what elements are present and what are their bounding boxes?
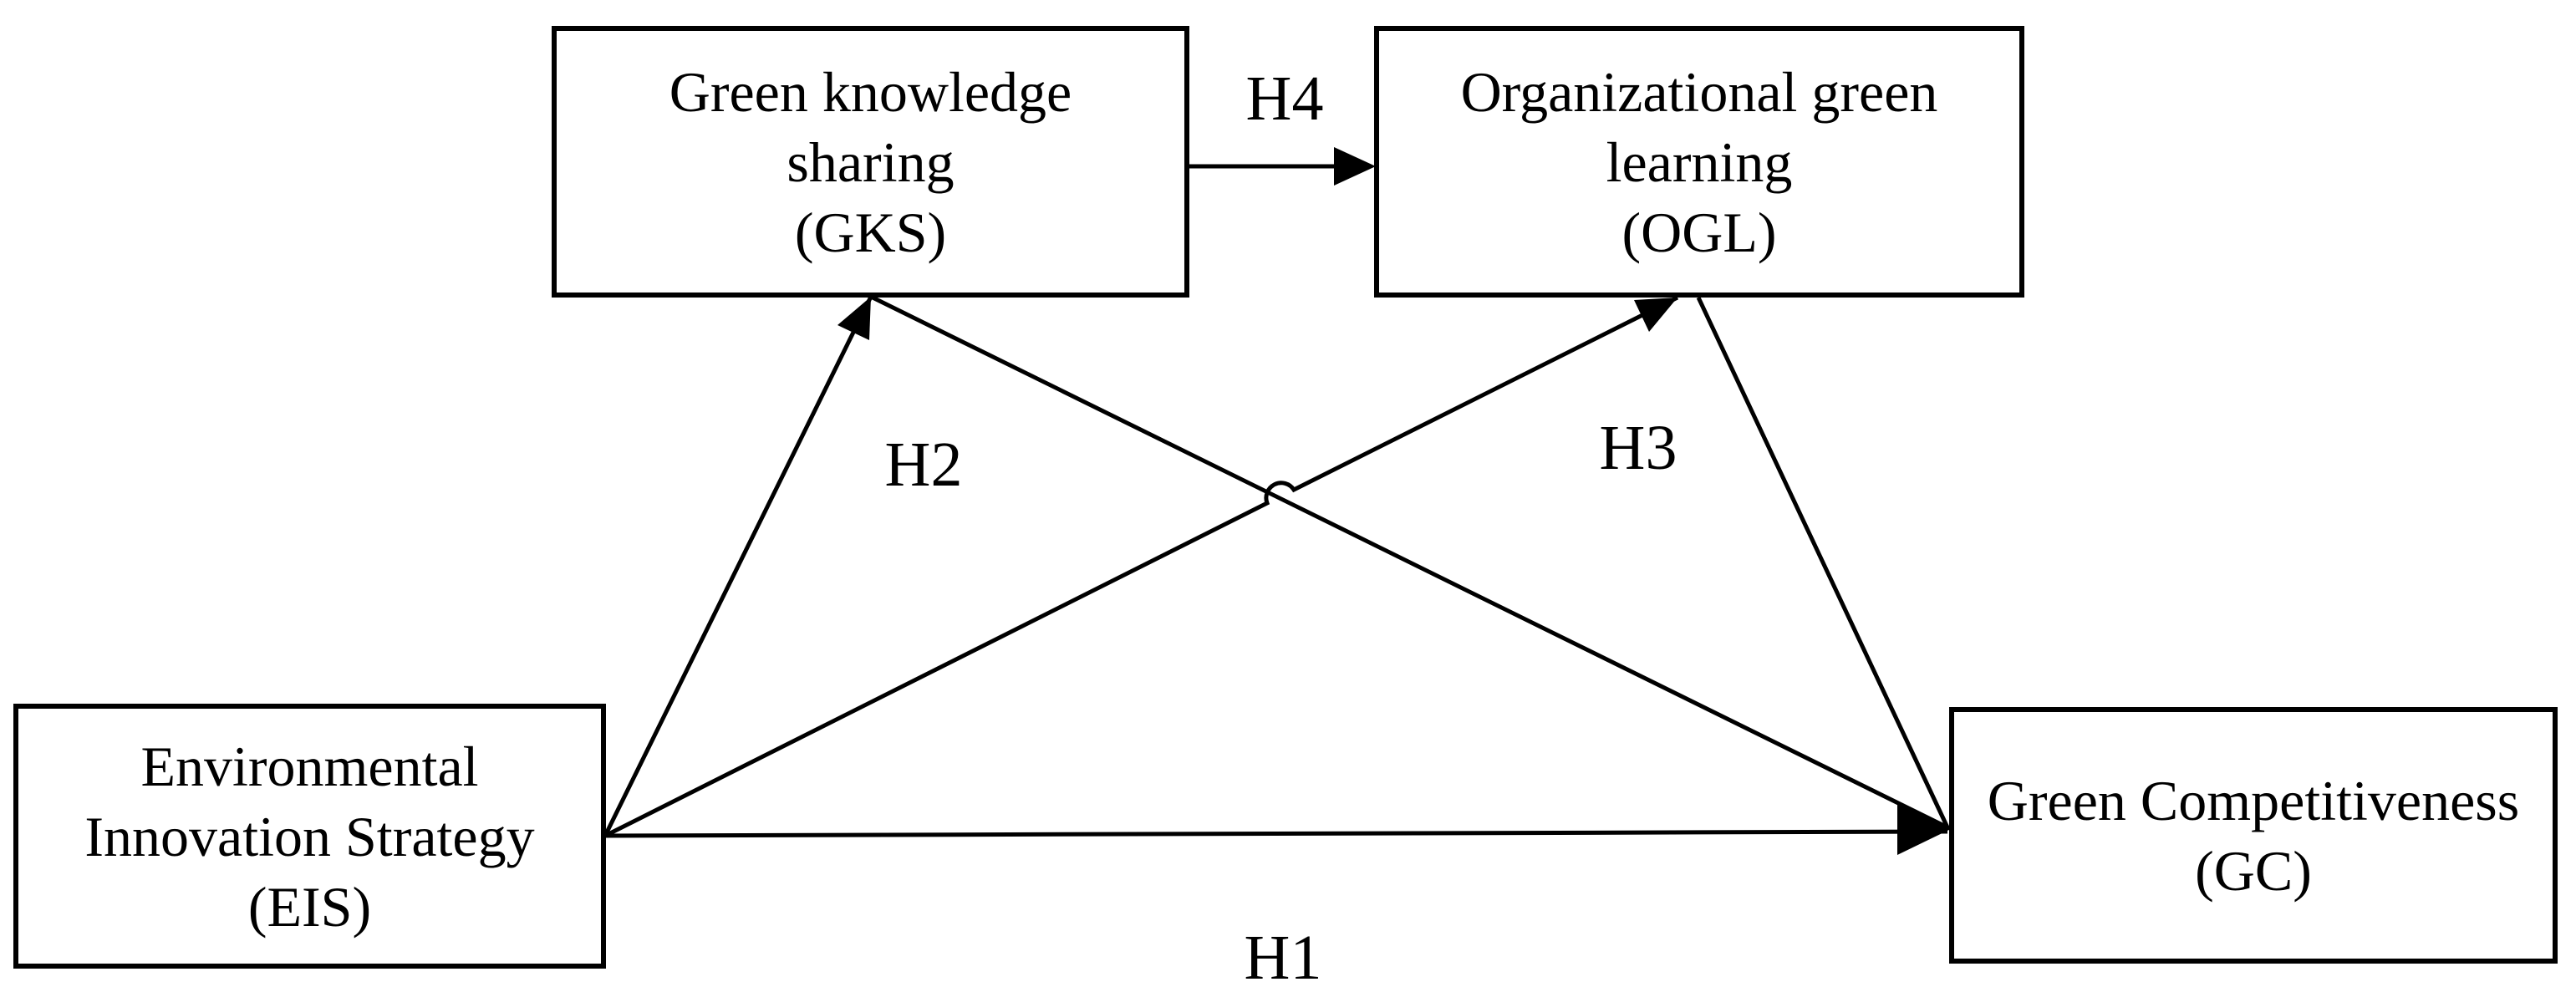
hypothesis-label-h3: H3 — [1599, 413, 1677, 483]
hypothesis-label-h4: H4 — [1245, 64, 1324, 134]
box-green-competitiveness: Green Competitiveness (GC) — [1949, 707, 2558, 964]
hypothesis-label-h2: H2 — [884, 430, 963, 500]
box-gc-line2: (GC) — [2195, 838, 2312, 903]
box-eis-line3: (EIS) — [247, 874, 372, 939]
arrow-ogl-to-gc-line — [1696, 296, 1950, 829]
box-eis-line2: Innovation Strategy — [84, 804, 535, 868]
arrow-eis-to-gks-line — [603, 295, 873, 837]
arrow-eis-to-ogl-line-with-hop — [603, 295, 1679, 838]
box-eis-line1: Environmental — [140, 734, 479, 798]
hypothesis-label-h1: H1 — [1244, 923, 1322, 987]
arrowhead-into-gks-bottom — [837, 297, 871, 340]
box-gc-line1: Green Competitiveness — [1987, 768, 2520, 832]
box-environmental-innovation-strategy: Environmental Innovation Strategy (EIS) — [13, 704, 606, 969]
arrowhead-into-ogl-bottom — [1634, 298, 1677, 332]
box-green-knowledge-sharing: Green knowledge sharing (GKS) — [552, 26, 1189, 298]
box-gks-line2: sharing — [787, 130, 955, 194]
arrow-gks-to-gc-line — [869, 294, 1949, 830]
arrow-eis-to-gc-line — [604, 829, 1948, 838]
box-gks-line3: (GKS) — [794, 200, 947, 264]
arrowhead-into-gc-left — [1897, 801, 1952, 855]
box-ogl-line2: learning — [1606, 130, 1793, 194]
box-gks-line1: Green knowledge — [669, 59, 1072, 124]
arrowhead-into-ogl-left — [1334, 147, 1376, 186]
box-ogl-line1: Organizational green — [1460, 59, 1938, 124]
box-organizational-green-learning: Organizational green learning (OGL) — [1374, 26, 2024, 298]
box-ogl-line3: (OGL) — [1621, 200, 1777, 264]
